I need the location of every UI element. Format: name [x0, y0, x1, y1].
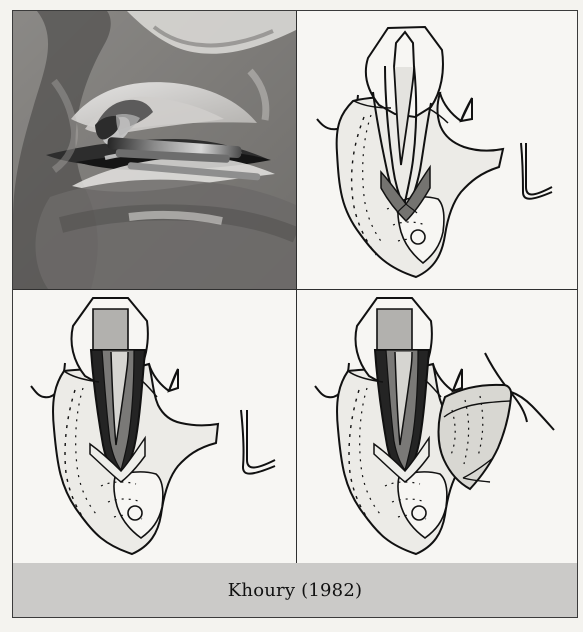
horizontal-divider [13, 289, 577, 290]
caption-text: Khoury (1982) [228, 580, 362, 601]
root-diagram-top-right [297, 11, 577, 289]
diagram-panel-bottom-right [297, 290, 577, 563]
root-diagram-bottom-left [13, 290, 296, 563]
diagram-panel-top-right [297, 11, 577, 289]
vertical-divider [296, 11, 297, 563]
root-diagram-bottom-right [297, 290, 577, 563]
figure-frame: Khoury (1982) [12, 10, 578, 618]
figure-caption: Khoury (1982) [13, 563, 577, 617]
surgical-photo [13, 11, 296, 289]
figure-grid [13, 11, 577, 563]
clinical-photo-panel [13, 11, 296, 289]
diagram-panel-bottom-left [13, 290, 296, 563]
